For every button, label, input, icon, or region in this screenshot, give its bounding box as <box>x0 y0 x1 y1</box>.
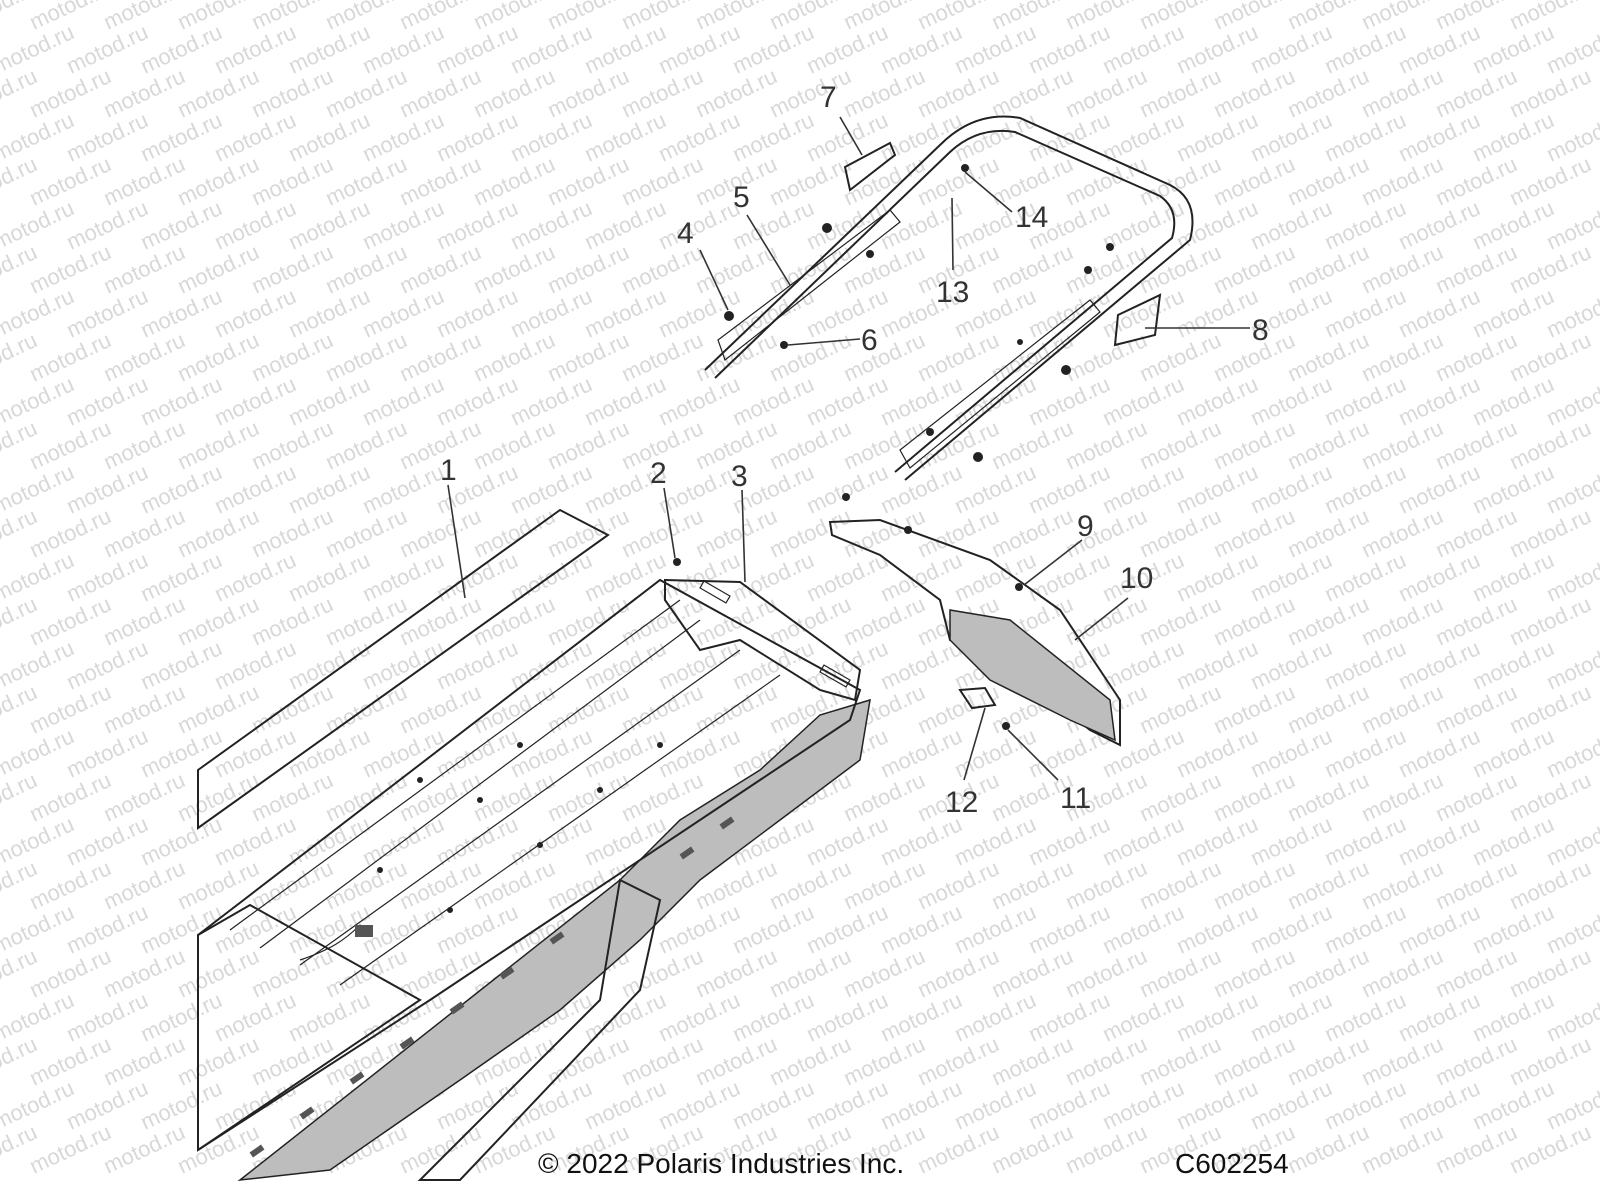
callout-12: 12 <box>945 786 978 819</box>
leader-lines <box>447 116 1250 781</box>
callout-9: 9 <box>1077 510 1094 543</box>
grab-bar <box>704 115 1194 481</box>
callout-2: 2 <box>650 457 667 490</box>
callout-14: 14 <box>1015 201 1048 234</box>
callout-1: 1 <box>440 454 457 487</box>
callouts: 1 2 3 4 5 6 7 8 9 10 11 12 13 14 <box>440 81 1269 819</box>
callout-6: 6 <box>861 324 878 357</box>
callout-10: 10 <box>1120 562 1153 595</box>
callout-7: 7 <box>820 81 837 114</box>
copyright-text: © 2022 Polaris Industries Inc. <box>538 1148 905 1179</box>
part-1-decal <box>197 508 610 830</box>
fasteners <box>673 164 1114 730</box>
callout-11: 11 <box>1060 782 1091 815</box>
tunnel-body <box>197 578 871 1182</box>
callout-3: 3 <box>731 460 748 493</box>
rear-flap <box>828 518 1121 747</box>
callout-8: 8 <box>1252 314 1269 347</box>
callout-13: 13 <box>936 276 969 309</box>
figure-code: C602254 <box>1175 1148 1289 1179</box>
callout-5: 5 <box>733 181 750 214</box>
callout-4: 4 <box>677 217 694 250</box>
